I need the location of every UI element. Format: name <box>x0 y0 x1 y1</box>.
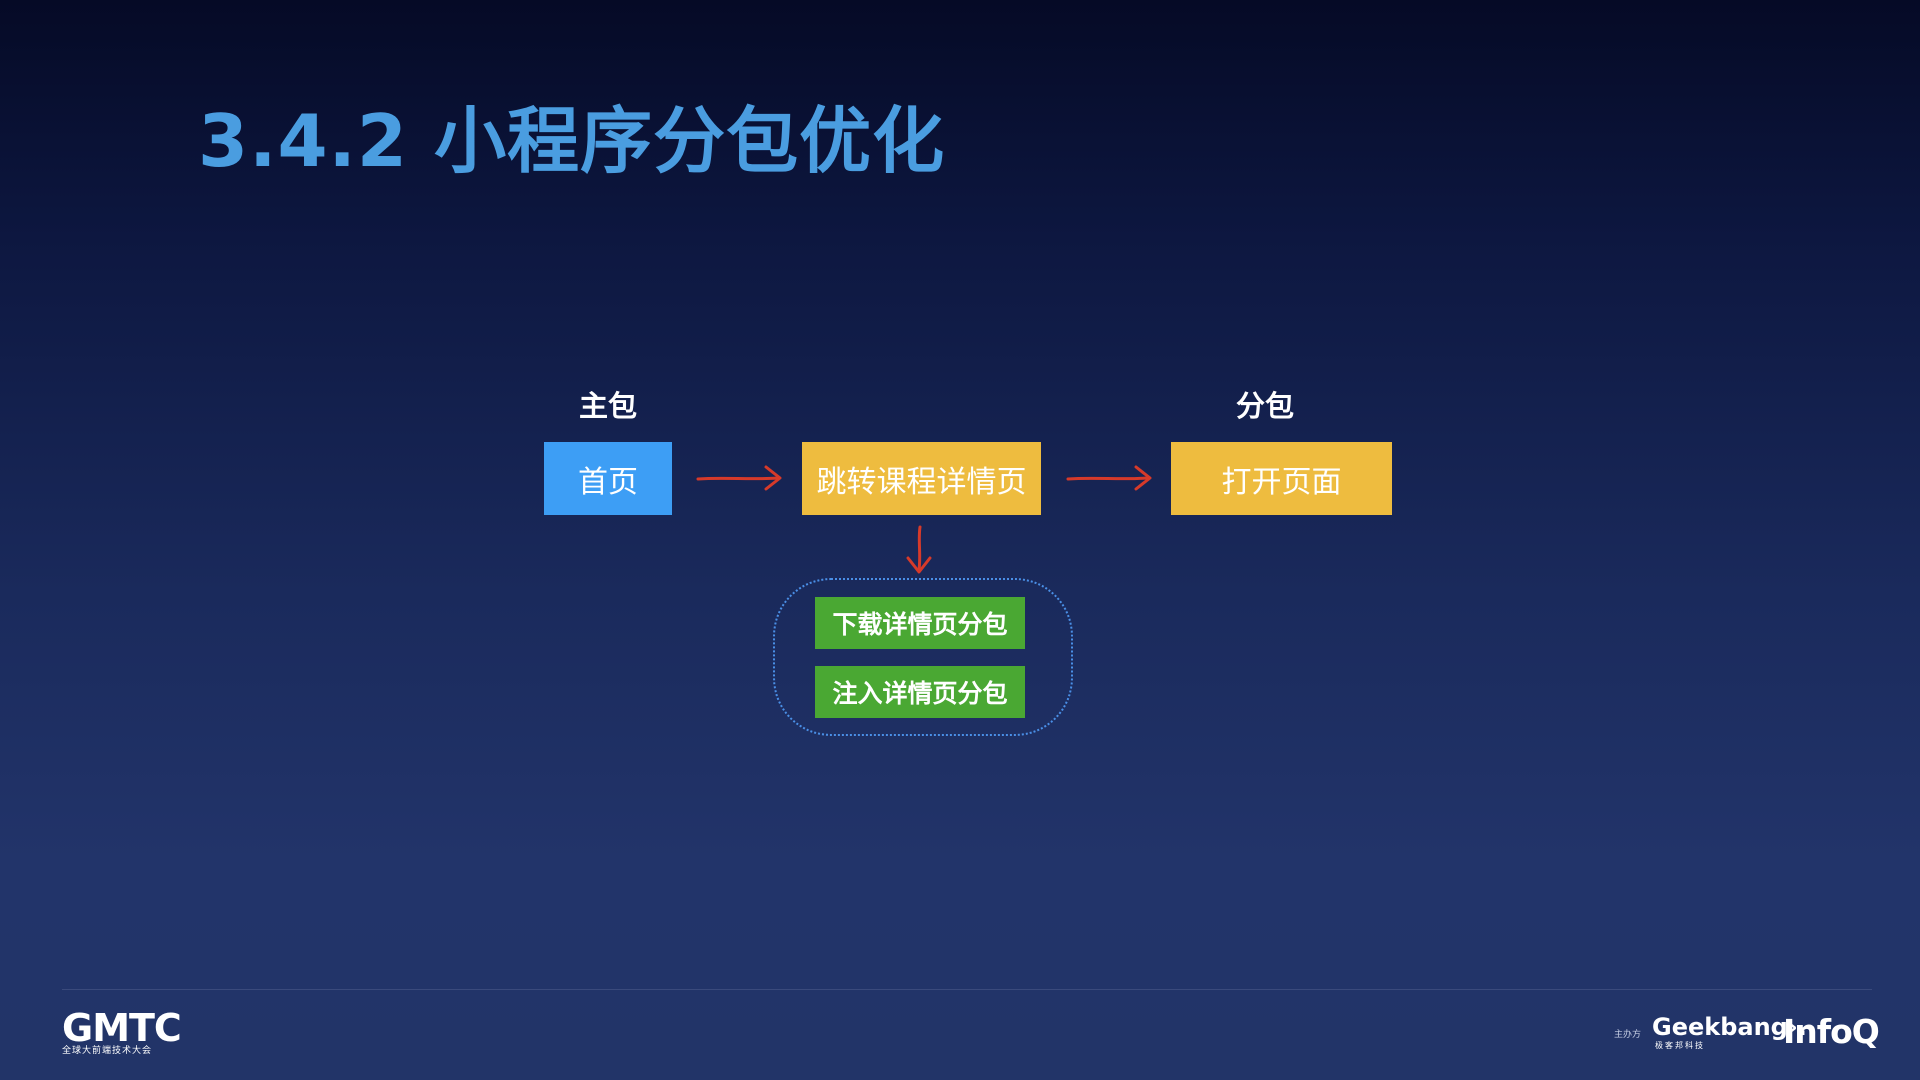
organizer-label: 主办方 <box>1614 1030 1642 1040</box>
arrow-jump-to-download <box>906 525 932 574</box>
footer-divider <box>62 989 1872 990</box>
gmtc-brand: GMTC <box>62 1006 182 1050</box>
subpackage-loading-group <box>773 578 1073 736</box>
sub-package-label: 分包 <box>1235 389 1294 423</box>
gmtc-subtitle: 全球大前端技术大会 <box>62 1046 153 1056</box>
arrow-home-to-jump <box>696 465 782 491</box>
geekbang-logo: Geekbang›. <box>1652 1013 1807 1041</box>
slide-title: 3.4.2 小程序分包优化 <box>198 99 946 183</box>
jump-detail-node: 跳转课程详情页 <box>802 442 1041 515</box>
geekbang-subtitle: 极客邦科技 <box>1655 1041 1705 1050</box>
gmtc-logo: GMTC 全球大前端技术大会 <box>62 1006 182 1056</box>
inject-subpackage-node: 注入详情页分包 <box>815 666 1025 718</box>
main-package-label: 主包 <box>578 389 637 423</box>
arrow-jump-to-open <box>1066 465 1152 491</box>
download-subpackage-node: 下载详情页分包 <box>815 597 1025 649</box>
open-page-node: 打开页面 <box>1171 442 1392 515</box>
home-node: 首页 <box>544 442 672 515</box>
infoq-logo: InfoQ <box>1783 1012 1880 1051</box>
